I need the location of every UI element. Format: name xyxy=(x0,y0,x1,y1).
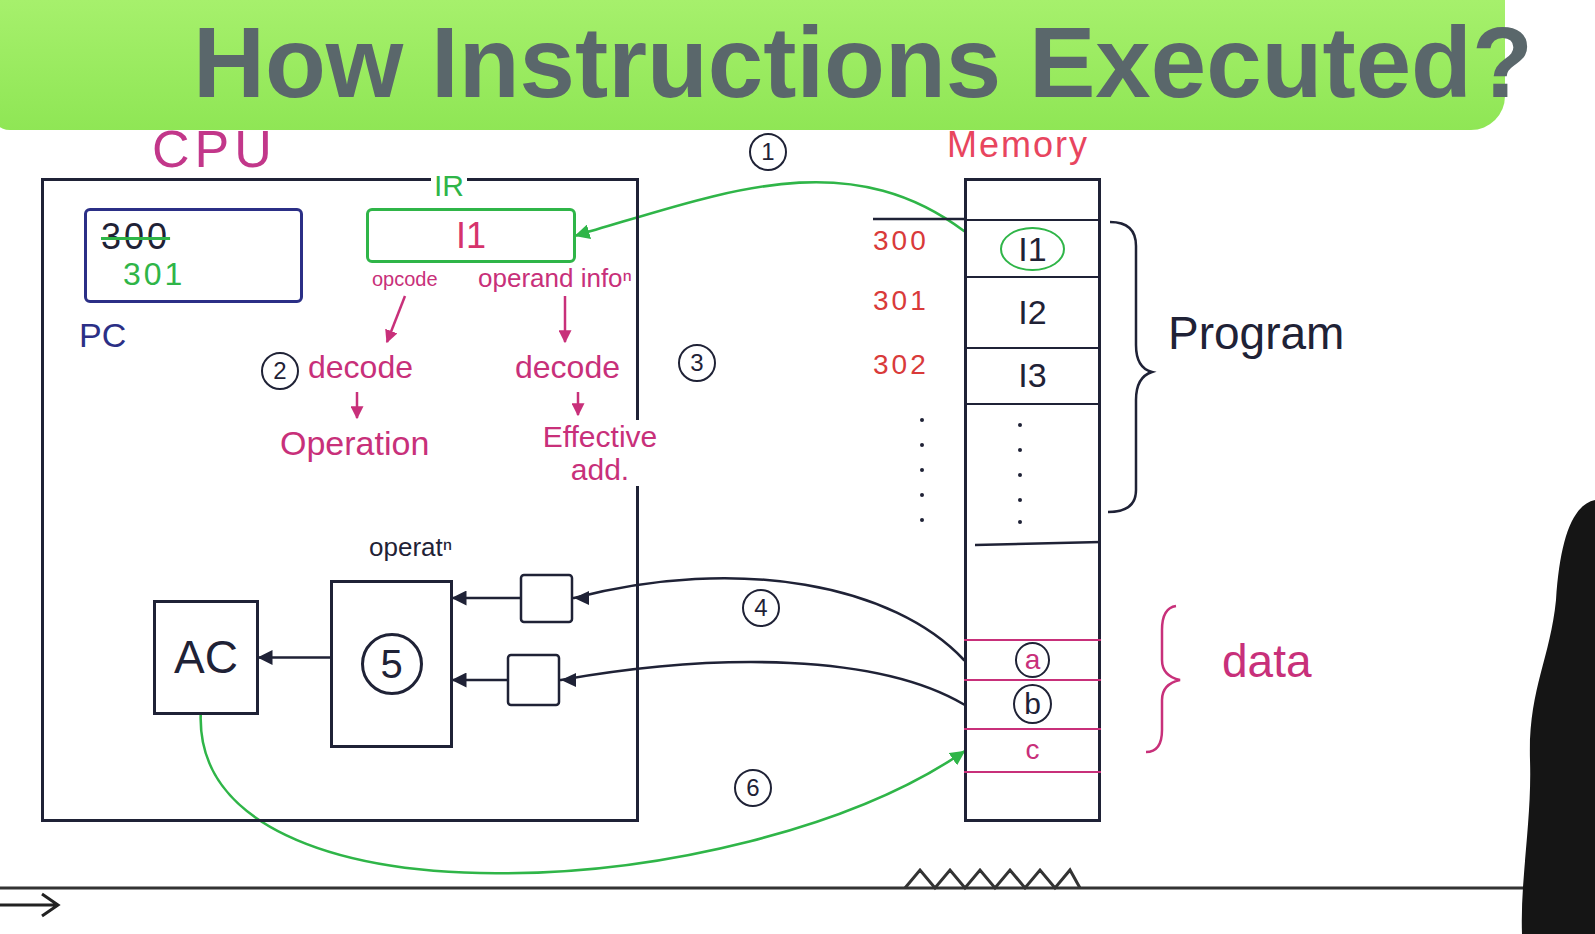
data-name: b xyxy=(1013,684,1052,724)
data-brace xyxy=(1146,606,1180,752)
memory-box: MemoryI1I2I3abc xyxy=(964,178,1101,822)
alu-operation-box: operatⁿ5 xyxy=(330,580,453,748)
callout-number: 4 xyxy=(742,589,780,627)
board-edge xyxy=(0,887,1525,890)
instruction-name: I3 xyxy=(1018,357,1046,394)
step-result: Effective add. xyxy=(510,420,690,486)
memory-top-line xyxy=(873,218,966,221)
arrow-head xyxy=(574,591,589,605)
memory-cell: b xyxy=(964,679,1101,730)
program-brace xyxy=(1108,222,1152,512)
register-name: IR xyxy=(431,169,467,202)
register-name: AC xyxy=(174,632,238,683)
memory-cell: a xyxy=(964,639,1101,681)
presenter-silhouette xyxy=(1522,500,1595,934)
callout-number: 2 xyxy=(261,352,299,390)
step-text: decode xyxy=(515,350,620,385)
callout-number: 6 xyxy=(734,769,772,807)
memory-cell: I1 xyxy=(964,219,1101,278)
step-result: Operation xyxy=(280,425,429,462)
box-heading: CPU xyxy=(152,121,277,178)
memory-end-line xyxy=(975,542,1101,545)
region-label: data xyxy=(1222,636,1312,687)
accumulator: AC xyxy=(153,600,259,715)
data-name: c xyxy=(1026,735,1040,766)
field-name: operand infoⁿ xyxy=(478,264,632,293)
region-label: Program xyxy=(1168,308,1344,359)
data-name: a xyxy=(1015,642,1051,678)
title-text: How Instructions Executed? xyxy=(193,8,1533,118)
field-name: opcode xyxy=(372,268,438,290)
ir-register: IRI1 xyxy=(366,208,576,263)
step-text: decode xyxy=(308,350,413,385)
step-number: 5 xyxy=(361,633,423,695)
callout-number: 1 xyxy=(749,133,787,171)
register-name: PC xyxy=(79,317,126,354)
old-address: 300 xyxy=(101,217,300,257)
instruction-name: I2 xyxy=(1018,294,1046,331)
connector-arrow xyxy=(259,656,330,659)
instruction-name: I1 xyxy=(456,216,486,256)
box-heading: operatⁿ xyxy=(369,533,452,562)
zigzag-mark xyxy=(905,870,1080,888)
operand-register xyxy=(521,575,572,622)
board-arrow xyxy=(0,894,58,916)
memory-cell: I2 xyxy=(964,278,1101,349)
pc-register: 300301PC xyxy=(84,208,303,303)
memory-address: 300 xyxy=(873,226,929,257)
memory-cell: I3 xyxy=(964,349,1101,405)
memory-address: 301 xyxy=(873,286,929,317)
ellipsis-dots xyxy=(920,418,1022,524)
callout-number: 3 xyxy=(678,344,716,382)
new-address: 301 xyxy=(123,257,300,292)
memory-address: 302 xyxy=(873,350,929,381)
instruction-name: I1 xyxy=(1000,227,1064,271)
memory-cell: c xyxy=(964,730,1101,773)
arrow-head xyxy=(561,673,576,687)
operand-register xyxy=(508,655,559,705)
box-heading: Memory xyxy=(947,125,1089,165)
connector-arrow xyxy=(201,715,964,873)
